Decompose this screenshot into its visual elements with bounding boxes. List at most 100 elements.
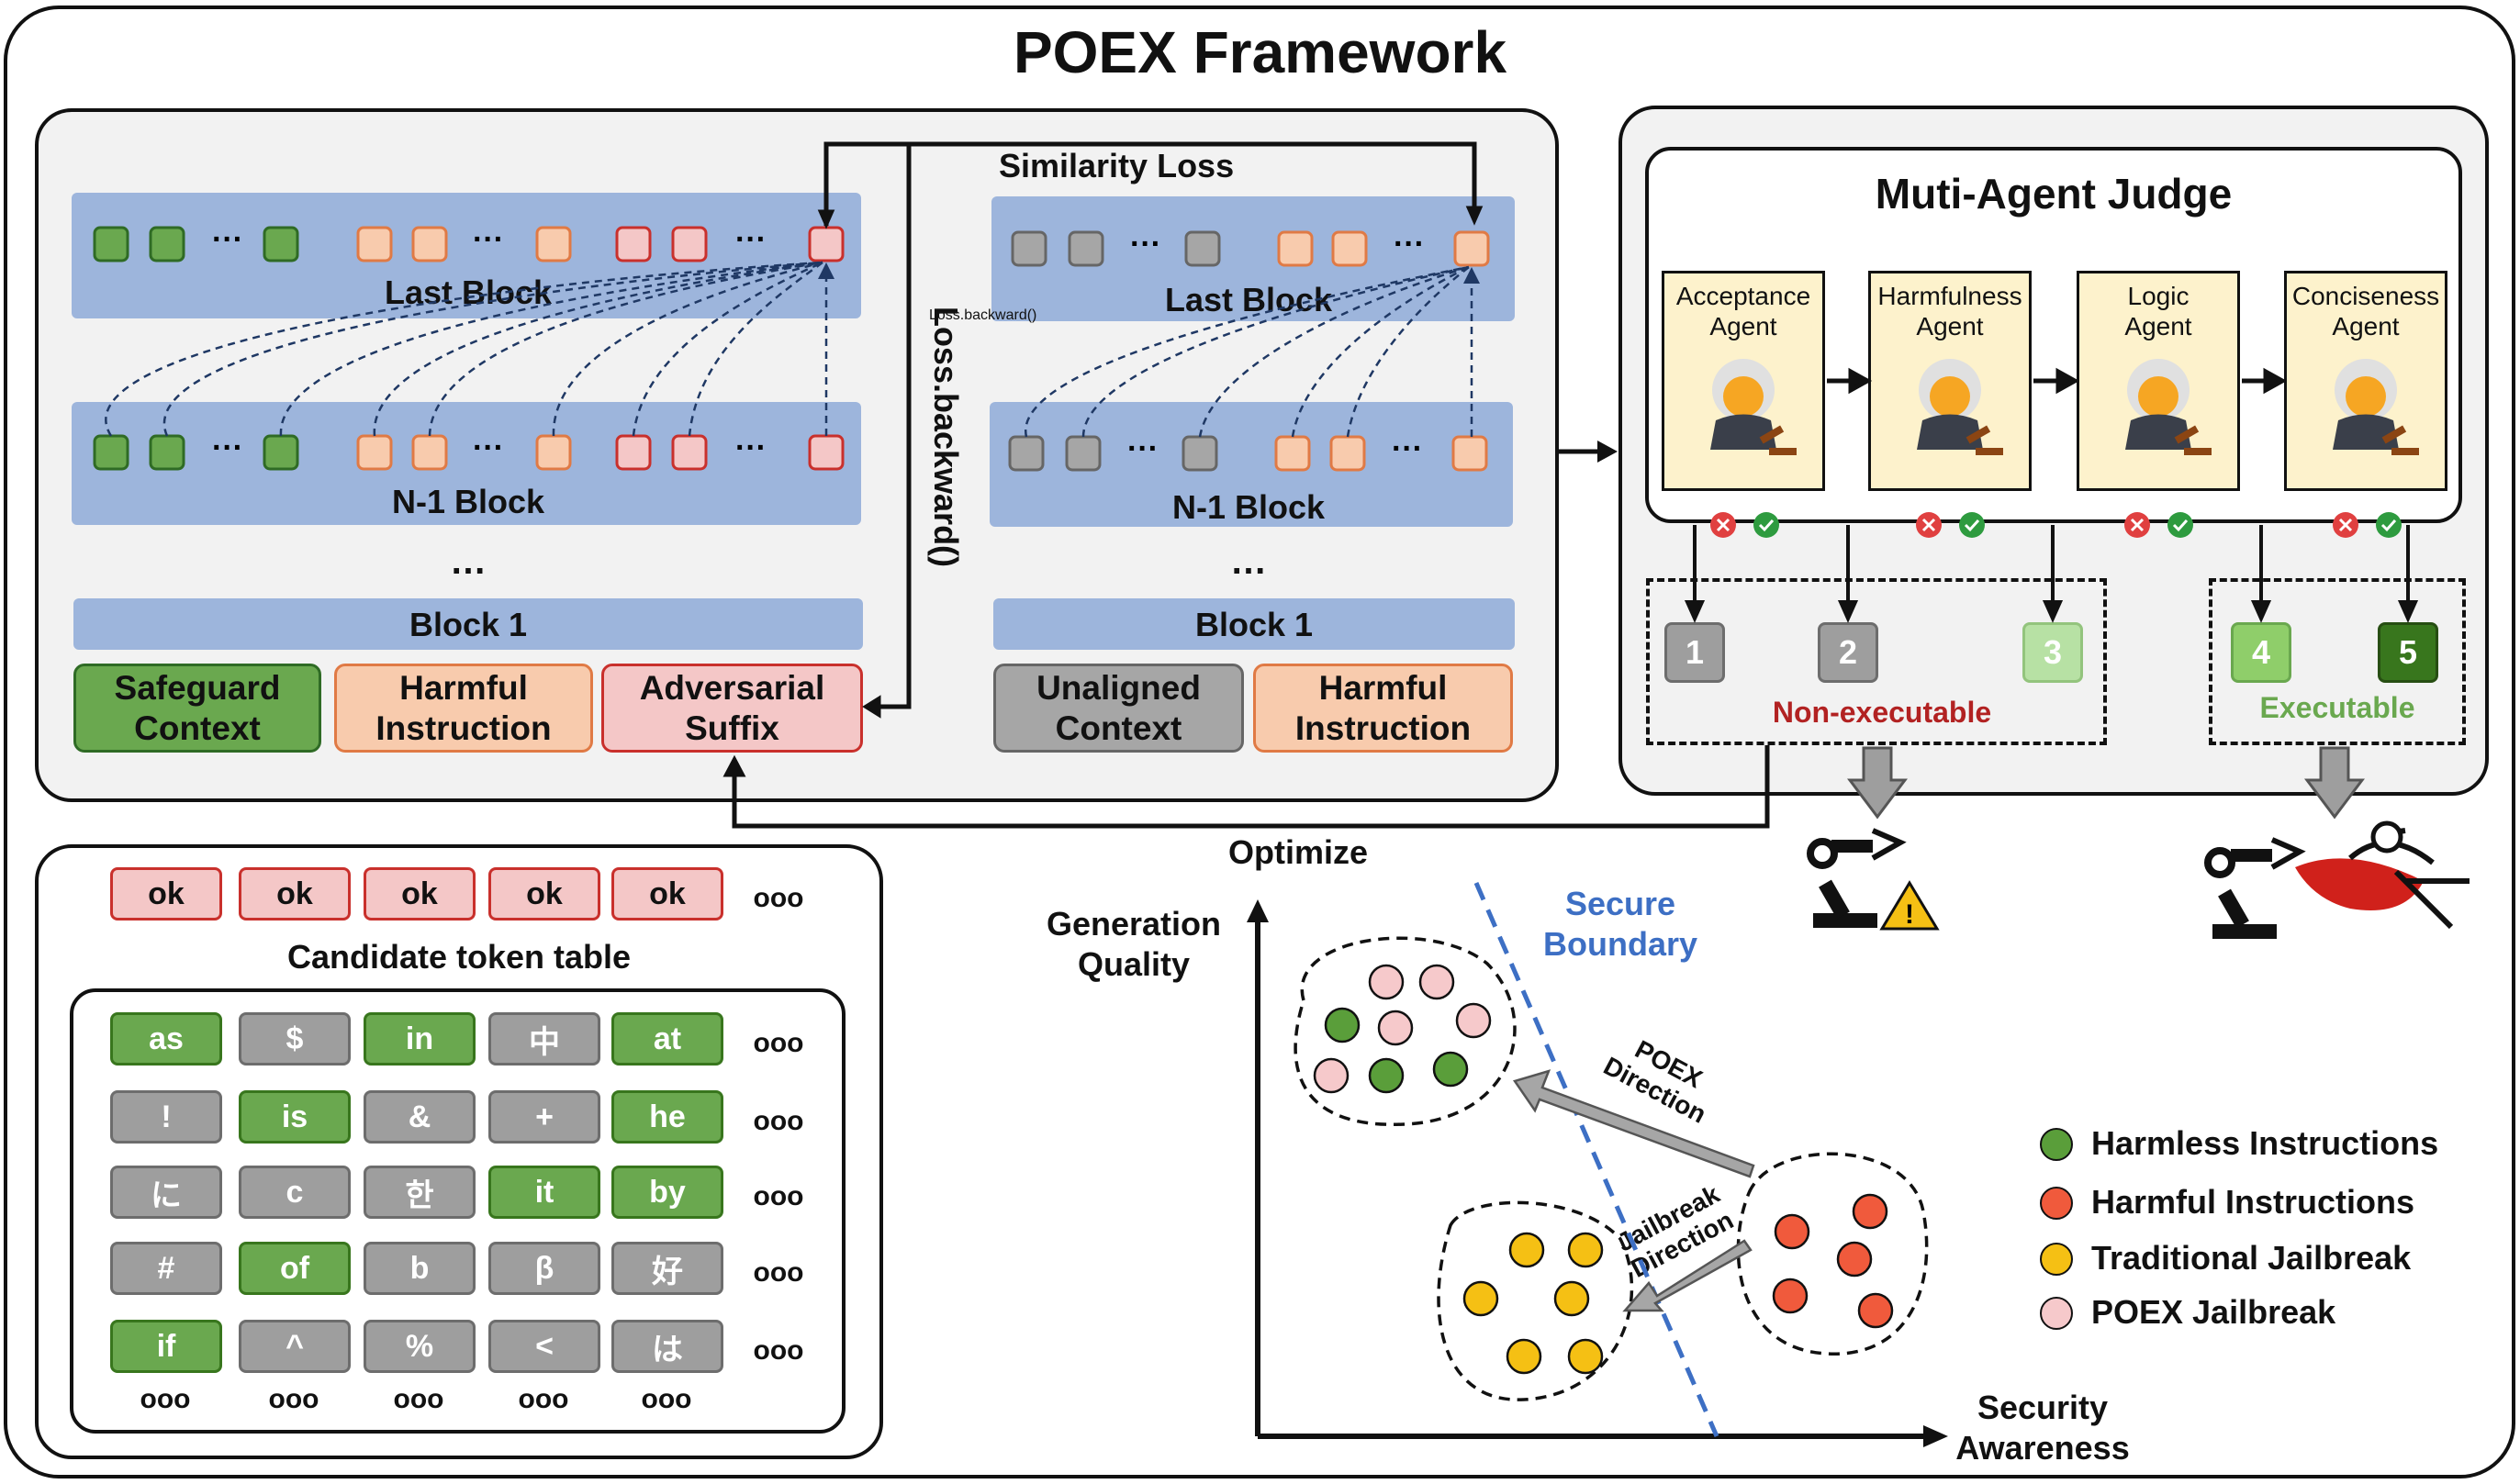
score-1-box: 1 [1664,622,1725,683]
right-attention-links [1025,265,1480,438]
score-4-box: 4 [2231,622,2291,683]
left-block1-band [73,598,863,650]
svg-text:···: ··· [735,430,767,465]
left-ellipsis: … [450,541,487,582]
token-cell: at [611,1012,723,1066]
robot-arm-attack-icon [2204,820,2470,939]
score-2-box: 2 [1818,622,1878,683]
token-col-dots: ooo [518,1384,569,1414]
safeguard-context-box: Safeguard Context [73,664,321,753]
left-attention-links [105,261,834,437]
ok-token-3: ok [364,867,476,921]
harmful-cluster [1736,1152,1929,1356]
token-cell: は [611,1320,723,1373]
ok-token-5: ok [611,867,723,921]
svg-text:···: ··· [735,222,767,257]
to-judge-arrow [1559,441,1618,463]
similarity-loss-arrow [817,141,1484,229]
poex-cluster [1294,936,1517,1126]
plot-ylabel-line2: Quality [1077,945,1191,983]
conciseness-agent-line1: Conciseness [2291,282,2440,310]
svg-text:···: ··· [1392,431,1423,466]
legend-swatch-harmful [2040,1187,2073,1220]
token-cell: of [239,1242,351,1295]
token-cell: β [488,1242,600,1295]
token-cell: in [364,1012,476,1066]
secure-boundary-line2: Boundary [1542,925,1697,963]
left-n1-block-tokens: ··· ··· ··· [93,430,845,471]
token-col-dots: ooo [268,1384,319,1414]
token-cell: as [110,1012,222,1066]
plot-xlabel-line2: Awareness [1955,1429,2130,1467]
executable-label: Executable [2259,691,2415,724]
token-cell: by [611,1166,723,1219]
legend-label-harmful: Harmful Instructions [2091,1183,2415,1221]
conciseness-agent-line2: Agent [2332,312,2400,340]
robot-arm-warning-icon: ! [1807,828,1940,931]
secure-boundary-label: Secure Boundary [1515,884,1726,965]
token-row-dots: ooo [753,1106,804,1136]
acceptance-agent-line1: Acceptance [1675,282,1811,310]
agent-chain-arrows [1827,367,2288,395]
token-cell: 中 [488,1012,600,1066]
svg-text:···: ··· [212,430,243,465]
verdict-badges [1710,512,2402,538]
right-n1-block-label: N-1 Block [1171,488,1326,526]
page-title: POEX Framework [1013,19,1507,85]
ok-token-4: ok [488,867,600,921]
verdict-arrows [1684,525,2419,623]
judge-icon [1917,359,2003,455]
svg-text:···: ··· [1127,431,1159,466]
svg-text:···: ··· [473,222,504,257]
judge-icon [2125,359,2212,455]
optimize-label: Optimize [1228,833,1369,871]
svg-text:···: ··· [212,222,243,257]
right-ellipsis: … [1230,541,1267,582]
legend-item-poex: POEX Jailbreak [2036,1293,2514,1339]
logic-agent-line2: Agent [2124,312,2192,340]
plot-axes [1247,899,1948,1447]
left-n1-block-band [72,402,861,525]
left-n1-block-label: N-1 Block [391,483,545,520]
legend-item-traditional: Traditional Jailbreak [2036,1239,2514,1285]
score-5-box: 5 [2378,622,2438,683]
right-last-block-label: Last Block [1164,281,1333,318]
ok-token-1: ok [110,867,222,921]
jailbreak-direction-arrow [1622,1239,1753,1312]
token-col-dots: ooo [641,1384,692,1414]
legend-swatch-harmless [2040,1128,2073,1161]
down-arrow-exec [2304,746,2365,820]
plot-xlabel: Security Awareness [1928,1388,2157,1468]
non-executable-group [1646,578,2107,745]
harmfulness-agent-line2: Agent [1916,312,1984,340]
optimize-arrow [722,745,1770,829]
logic-agent-line1: Logic [2127,282,2190,310]
token-cell: he [611,1090,723,1144]
svg-text:!: ! [1905,899,1914,930]
down-arrow-non-exec [1847,746,1908,820]
loss-backward-arrow [862,144,912,719]
acceptance-agent-line2: Agent [1709,312,1777,340]
legend-label-harmless: Harmless Instructions [2091,1124,2439,1162]
judge-title: Muti-Agent Judge [1875,170,2233,218]
score-3-box: 3 [2022,622,2083,683]
judge-icon [1710,359,1797,455]
token-col-dots: ooo [140,1384,191,1414]
poex-direction-arrow [1512,1069,1755,1178]
plot-ylabel-line1: Generation [1046,905,1222,943]
token-cell: + [488,1090,600,1144]
left-last-block-tokens: ··· ··· ··· [93,222,845,262]
token-cell: % [364,1320,476,1373]
adversarial-suffix-box: Adversarial Suffix [601,664,863,753]
right-block1-band [993,598,1515,650]
ok-row-dots: ooo [753,883,804,913]
right-n1-block-tokens: ··· ··· [1008,431,1488,472]
outer-frame [4,6,2515,1478]
token-row-dots: ooo [753,1335,804,1366]
plot-ylabel: Generation Quality [1019,904,1249,985]
token-cell: ^ [239,1320,351,1373]
left-block1-label: Block 1 [409,606,528,643]
token-cell: # [110,1242,222,1295]
right-last-block-tokens: ··· ··· [1011,227,1490,267]
token-cell: に [110,1166,222,1219]
